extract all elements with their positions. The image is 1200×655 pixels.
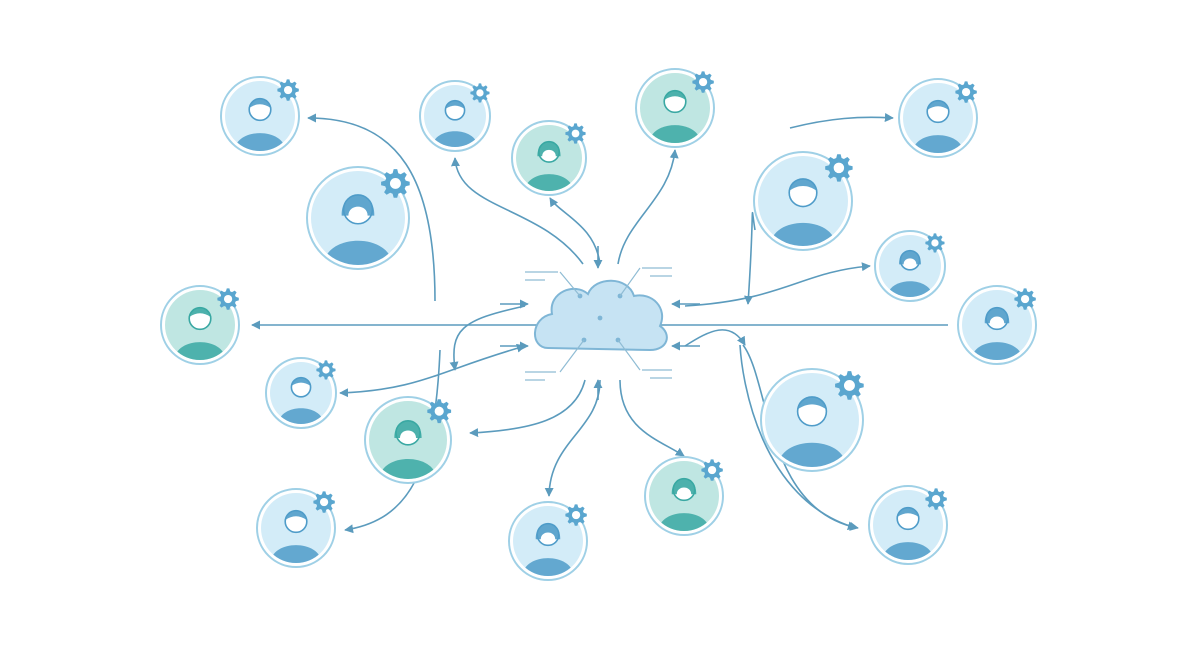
gear-hole: [843, 379, 855, 391]
user-node-u6[interactable]: [753, 151, 853, 251]
connector-u7: [744, 211, 756, 305]
gear-hole: [931, 494, 941, 504]
cloud-decor-line: [525, 271, 558, 281]
cloud-decor-line: [642, 267, 672, 277]
person-male-icon: [777, 396, 847, 467]
gear-hole: [571, 510, 581, 520]
user-node-u15[interactable]: [508, 501, 588, 581]
cloud-decor-line: [619, 267, 641, 297]
cloud-decor-line: [642, 369, 672, 379]
cloud-decor-line: [559, 339, 585, 373]
connector-u16: [684, 329, 746, 347]
person-male-icon: [431, 99, 479, 147]
gear-hole: [283, 85, 293, 95]
cloud-icon: [534, 279, 668, 352]
cloud-decor-line: [525, 371, 556, 381]
user-node-u14[interactable]: [256, 488, 336, 568]
gear-hole: [476, 89, 484, 97]
connector-u5: [617, 149, 679, 265]
user-node-u13[interactable]: [760, 368, 864, 472]
person-female-icon: [971, 306, 1023, 360]
connector-u1: [307, 113, 436, 302]
gear-hole: [322, 366, 330, 374]
gear-hole: [707, 465, 717, 475]
gear-hole: [571, 129, 580, 138]
cloud-node-dot: [597, 315, 603, 321]
person-female-icon: [524, 140, 574, 191]
user-node-u8[interactable]: [874, 230, 946, 302]
user-node-u1[interactable]: [220, 76, 300, 156]
user-node-u16[interactable]: [644, 456, 724, 536]
connector-u15: [544, 379, 601, 497]
user-node-u4[interactable]: [511, 120, 587, 196]
user-node-u10[interactable]: [957, 285, 1037, 365]
connector-u3: [450, 157, 584, 265]
user-node-u9[interactable]: [160, 285, 240, 365]
gear-hole: [389, 177, 401, 189]
connector-u11: [339, 343, 526, 398]
person-male-icon: [882, 506, 934, 560]
person-female-icon: [323, 194, 393, 265]
connector-u8: [684, 262, 871, 307]
user-node-u7[interactable]: [898, 78, 978, 158]
person-female-icon: [658, 477, 710, 531]
person-male-icon: [649, 89, 701, 143]
person-male-icon: [234, 97, 286, 151]
person-male-icon: [912, 99, 964, 153]
gear-hole: [1020, 294, 1030, 304]
connector-u17: [739, 344, 857, 531]
gear-hole: [833, 162, 845, 174]
gear-hole: [931, 239, 939, 247]
gear-hole: [223, 294, 233, 304]
connector-u14: [619, 379, 685, 457]
connector-u6: [789, 113, 894, 129]
user-node-u12[interactable]: [364, 396, 452, 484]
person-male-icon: [174, 306, 226, 360]
person-female-icon: [886, 249, 934, 297]
connector-u12: [469, 379, 586, 438]
cloud-hub: [525, 267, 672, 381]
gear-hole: [961, 87, 971, 97]
user-layer: [160, 68, 1037, 581]
gear-hole: [319, 497, 329, 507]
user-node-u5[interactable]: [635, 68, 715, 148]
user-node-u2[interactable]: [306, 166, 410, 270]
user-node-u11[interactable]: [265, 357, 337, 429]
cloud-decor-line: [559, 271, 581, 297]
user-node-u3[interactable]: [419, 80, 491, 152]
person-male-icon: [277, 376, 325, 424]
connector-u13: [449, 305, 526, 371]
person-male-icon: [270, 509, 322, 563]
user-node-u17[interactable]: [868, 485, 948, 565]
person-female-icon: [379, 419, 437, 479]
person-female-icon: [522, 522, 574, 576]
person-male-icon: [769, 178, 837, 246]
gear-hole: [434, 406, 444, 416]
gear-hole: [698, 77, 708, 87]
cloud-decor-line: [617, 339, 641, 371]
